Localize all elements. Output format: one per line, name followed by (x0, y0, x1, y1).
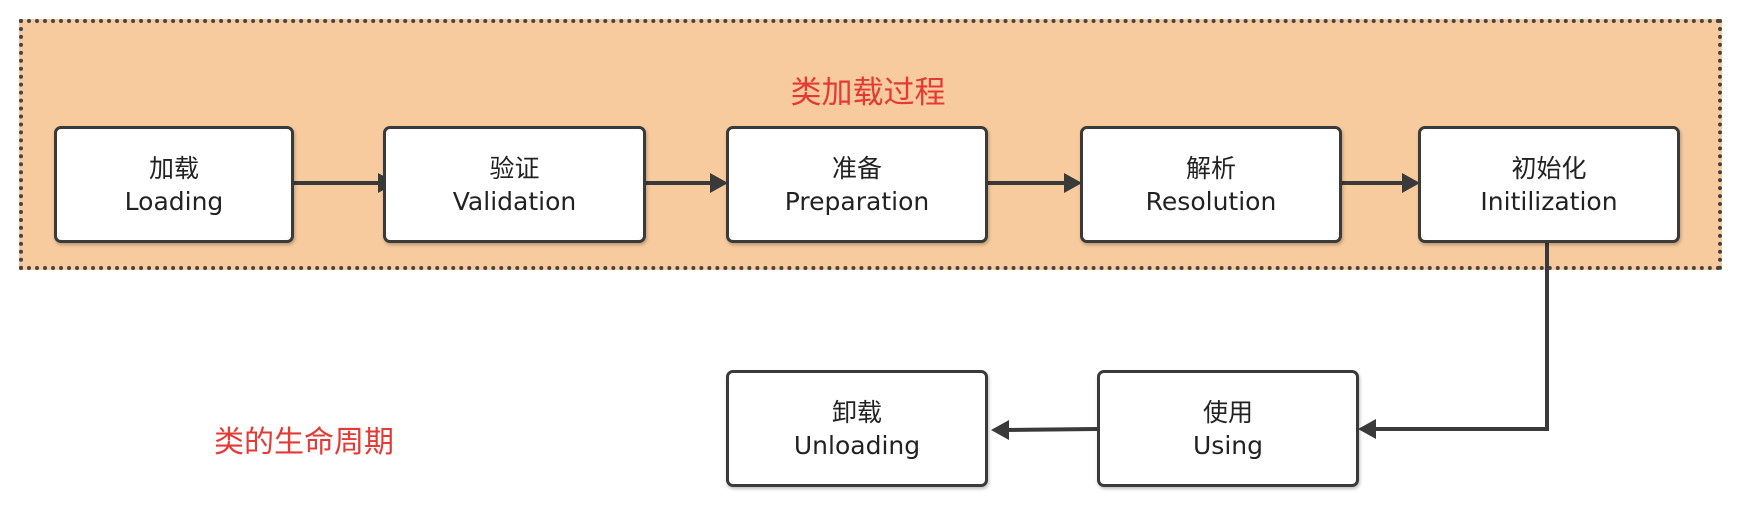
stage-validation-zh: 验证 (489, 153, 540, 183)
stage-resolution-zh: 解析 (1185, 153, 1236, 183)
stage-initialization-en: Initilization (1480, 186, 1618, 216)
stage-using: 使用 Using (1097, 370, 1359, 487)
stage-loading: 加载 Loading (54, 126, 294, 243)
group-title: 类加载过程 (790, 75, 946, 111)
stage-preparation-en: Preparation (784, 186, 930, 216)
arrowhead-2 (710, 173, 728, 193)
arrowhead-6 (991, 420, 1009, 440)
stage-unloading-en: Unloading (793, 430, 921, 460)
lifecycle-label: 类的生命周期 (214, 425, 394, 460)
stage-unloading: 卸载 Unloading (726, 370, 988, 487)
arrowhead-5 (1358, 419, 1376, 439)
stage-validation-en: Validation (452, 186, 577, 216)
stage-using-en: Using (1193, 430, 1263, 460)
arrow-initialization-to-using (1372, 241, 1549, 431)
arrowhead-4 (1402, 173, 1420, 193)
stage-initialization-zh: 初始化 (1511, 153, 1587, 183)
stage-initialization: 初始化 Initilization (1418, 126, 1680, 243)
arrow-using-to-unloading (1004, 427, 1098, 432)
arrowhead-3 (1064, 173, 1082, 193)
stage-preparation: 准备 Preparation (726, 126, 988, 243)
stage-loading-en: Loading (124, 186, 224, 216)
stage-loading-zh: 加载 (148, 153, 199, 183)
stage-resolution: 解析 Resolution (1080, 126, 1342, 243)
stage-resolution-en: Resolution (1145, 186, 1277, 216)
stage-validation: 验证 Validation (383, 126, 646, 243)
stage-preparation-zh: 准备 (831, 153, 882, 183)
stage-using-zh: 使用 (1202, 397, 1253, 427)
stage-unloading-zh: 卸载 (831, 397, 882, 427)
